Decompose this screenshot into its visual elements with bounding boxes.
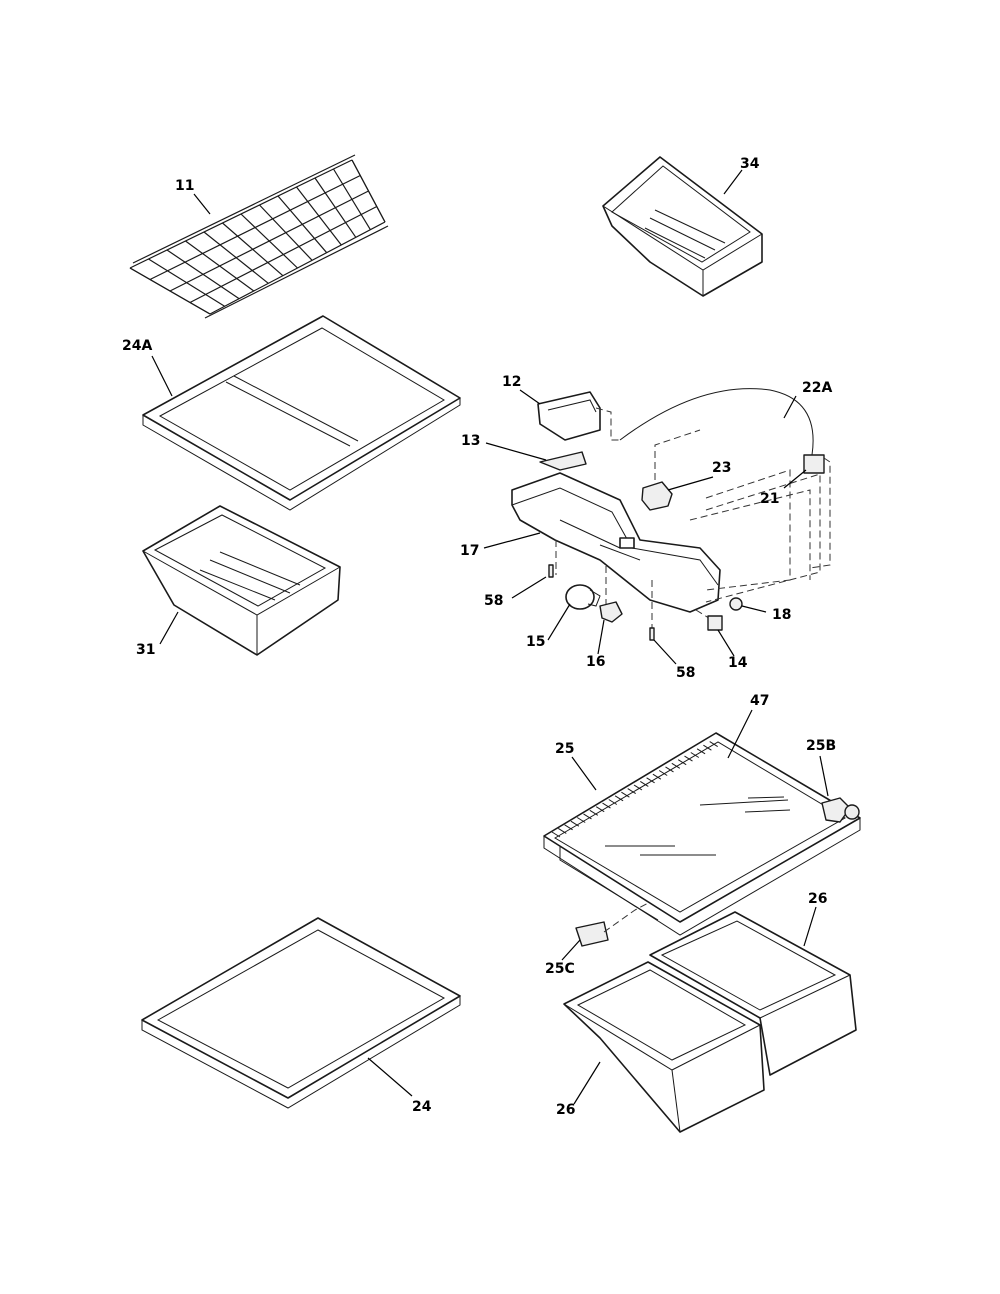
crisper-drawer-26-front-part: [563, 961, 765, 1133]
shelf-slot: [665, 766, 674, 773]
shelf-slot: [570, 820, 580, 827]
shelf-slot: [564, 824, 573, 831]
shelf-slot: [658, 770, 668, 776]
shelf-slot: [671, 762, 681, 769]
shelf-slot: [633, 784, 643, 791]
callout-26-right: 26: [808, 891, 827, 907]
callout-12: 12: [502, 374, 521, 390]
callout-17: 17: [460, 543, 479, 559]
callout-25c: 25C: [545, 961, 575, 977]
control-knob-13-part: [539, 451, 587, 471]
thermostat-23-part: [641, 481, 673, 511]
crisper-drawer-26-rear-part: [649, 911, 857, 1076]
wire-rail: [189, 205, 378, 304]
shelf-slot: [551, 831, 561, 838]
shelf-slot: [652, 773, 662, 780]
callout-58-bottom: 58: [676, 665, 695, 681]
callout-18: 18: [772, 607, 791, 623]
glass-shelf-24a-part: [142, 315, 461, 511]
shelf-slot: [677, 759, 687, 766]
control-housing-17-part: [511, 472, 721, 613]
shelf-slot: [608, 799, 618, 805]
shelf-slot: [589, 809, 599, 816]
wire-rail: [149, 174, 361, 281]
callout-15: 15: [526, 634, 545, 650]
callout-58-top: 58: [484, 593, 503, 609]
callout-25b: 25B: [806, 738, 836, 754]
callout-31: 31: [136, 642, 155, 658]
callout-11: 11: [175, 178, 194, 194]
callout-24: 24: [412, 1099, 432, 1115]
shelf-slot: [595, 806, 605, 813]
shelf-slot: [614, 795, 624, 802]
wire-shelf-part: [129, 154, 389, 319]
shelf-slot: [646, 777, 655, 784]
shelf-slot: [696, 748, 706, 755]
shelf-slot: [602, 802, 611, 809]
wire-rail: [169, 190, 369, 292]
socket-16-part: [599, 601, 623, 623]
plunger-18-part: [729, 597, 743, 611]
shelf-slot: [690, 752, 700, 758]
shelf-slot: [627, 788, 636, 795]
leader-lines: [151, 169, 829, 1105]
shelf-slot: [621, 791, 630, 798]
callout-23: 23: [712, 460, 731, 476]
glass-shelf-24-part: [141, 917, 461, 1109]
shelf-slot: [558, 827, 567, 834]
light-shield-12-part: [537, 391, 601, 441]
callout-25: 25: [555, 741, 574, 757]
callout-47: 47: [750, 693, 769, 709]
callout-labels: 11 34 24A 12 22A 13 23 21 17 58 18 15 16…: [122, 156, 836, 1118]
bracket-25b-part: [821, 797, 860, 823]
bulb-15-part: [565, 584, 601, 610]
callout-21: 21: [760, 491, 779, 507]
shelf-slot: [709, 741, 718, 748]
callout-16: 16: [586, 654, 605, 670]
shelf-slot: [583, 813, 592, 820]
crisper-bin-34-part: [602, 156, 763, 297]
callout-14: 14: [728, 655, 748, 671]
connector-21-part: [803, 454, 825, 474]
shelf-slot: [576, 817, 586, 823]
shelf-25-part: [543, 732, 861, 936]
switch-14-part: [707, 615, 723, 631]
callout-34: 34: [740, 156, 760, 172]
screws-58-part: [548, 564, 655, 641]
shelf-slot: [640, 780, 649, 787]
callout-13: 13: [461, 433, 480, 449]
callout-22a: 22A: [802, 380, 832, 396]
callout-26-left: 26: [556, 1102, 575, 1118]
callout-24a: 24A: [122, 338, 152, 354]
wire-harness-22a: [619, 388, 814, 456]
shelf-slot: [684, 755, 693, 762]
crisper-bin-31-part: [142, 505, 341, 656]
shelf-slot: [703, 744, 712, 751]
